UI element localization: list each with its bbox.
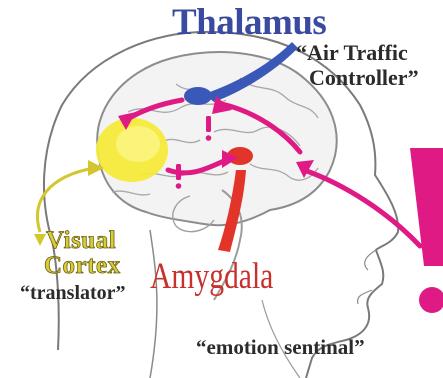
visual-cortex-glow <box>116 126 160 162</box>
thalamus-node <box>184 87 212 105</box>
neck-outline <box>150 230 157 378</box>
face-profile-detail <box>358 250 376 304</box>
visual-cortex-label-line2: Cortex <box>44 253 121 278</box>
visual-cortex-label-line1: Visual <box>46 228 116 253</box>
thalamus-role-label-line2: Controller” <box>309 67 419 89</box>
amygdala-label: Amygdala <box>150 258 273 295</box>
exclamation-icon <box>206 116 212 141</box>
thalamus-role-label-line1: “Air Traffic <box>296 42 408 64</box>
visual-cortex-role-label: “translator” <box>20 283 126 303</box>
exclamation-icon <box>176 164 182 189</box>
amygdala-role-label: “emotion sentinal” <box>196 337 365 358</box>
visual-cortex-pointer <box>37 168 94 232</box>
exclamation-icon <box>410 148 443 313</box>
thalamus-label: Thalamus <box>172 4 326 41</box>
visual-cortex-pointer-tail <box>34 234 46 246</box>
